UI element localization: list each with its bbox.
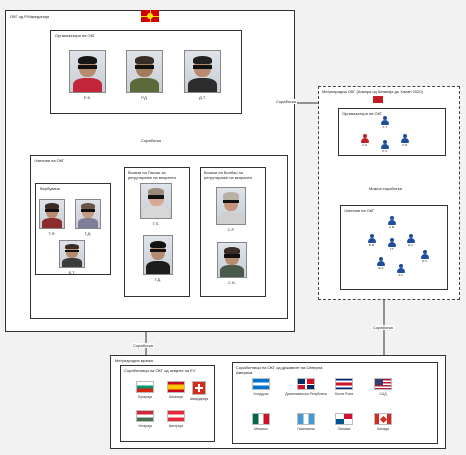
spain-flag (167, 381, 185, 393)
mexico-flag (252, 413, 270, 425)
driver2-label-2: С.Б. (228, 280, 236, 285)
switzerland-label: Швајцарија (189, 397, 209, 401)
honduras-label: Хондурас (253, 392, 269, 396)
foreign-organizer-1: А.Т. (380, 116, 390, 129)
link-label-foreign: Соработка (275, 99, 297, 104)
foreign-member-6: З.К. (396, 264, 406, 277)
austria-label: Австрија (168, 424, 184, 428)
usa-label: САД (379, 392, 387, 396)
leader-photo-1 (69, 50, 106, 93)
macedonia-flag (141, 10, 159, 22)
drivers-2-title: Возачи на Билбао за регрутирање на мигра… (204, 170, 252, 180)
recruiter-photo-1 (39, 199, 65, 229)
honduras-flag (252, 378, 270, 390)
eu-title: Соработници на ОКГ од земјите на ЕУ (124, 368, 196, 373)
foreign-member-4: Д.С. (406, 234, 416, 247)
guatemala-flag (297, 413, 315, 425)
eu-box: Соработници на ОКГ од земјите на ЕУ (120, 365, 215, 442)
foreign-members-title: Членови на ОКГ (344, 208, 375, 213)
dominican-flag (297, 378, 315, 390)
driver2-photo-2 (217, 242, 247, 278)
foreign-member-2: В.М. (367, 234, 377, 247)
foreign-member-3: Г.Т. (387, 238, 397, 251)
leader-photo-3 (184, 50, 221, 93)
driver1-photo-1 (140, 183, 172, 219)
canada-label: Канада (377, 427, 389, 431)
hungary-label: Унгарија (138, 424, 152, 428)
recruiter-label-2: Г.Д. (84, 231, 92, 236)
panama-label: Панама (337, 427, 351, 431)
switzerland-flag (192, 381, 206, 395)
bulgaria-flag (136, 381, 154, 393)
link-label-left: Соработка (132, 343, 154, 348)
international-network-title: Меѓународна мрежа (115, 358, 153, 363)
foreign-organizer-4: С.Б. (400, 134, 410, 147)
driver1-label-2: Г.Д. (154, 277, 162, 282)
driver1-photo-2 (143, 235, 173, 275)
hungary-flag (136, 410, 154, 422)
recruiter-photo-3 (59, 240, 85, 268)
leaders-title: Организатори на ОКГ (55, 33, 96, 38)
recruiter-photo-2 (75, 199, 101, 229)
leader-label-3: Д.Т. (199, 95, 206, 100)
foreign-member-7: И.Л. (420, 250, 430, 263)
members-title: Членови на ОКГ (34, 158, 65, 163)
link-label-main: Соработка (140, 138, 162, 143)
foreign-members-box: Членови на ОКГ (340, 205, 448, 290)
bulgaria-label: Бугарија (138, 395, 152, 399)
mexico-label: Мексико (254, 427, 268, 431)
foreign-group-title: Меѓународна ОКГ (Анкара од Шпанија до Ха… (322, 89, 423, 94)
recruiter-label-3: Б.Т. (68, 270, 76, 275)
austria-flag (167, 410, 185, 422)
costa-rica-label: Коста Рика (334, 392, 354, 396)
foreign-organizer-3: П.Х. (380, 140, 390, 153)
dominican-label: Доминиканска Република (285, 392, 327, 396)
driver1-label-1: Т.Ѕ. (152, 221, 160, 226)
driver2-photo-1 (216, 187, 246, 225)
spain-label: Шпанија (169, 395, 183, 399)
leader-photo-2 (126, 50, 163, 93)
drivers-1-title: Возачи на Пасош за регрутирање на мигран… (128, 170, 176, 180)
link-label-down: Соработка (372, 325, 394, 330)
foreign-member-5: Ж.А. (376, 257, 386, 270)
driver2-label-1: С.Р. (227, 227, 235, 232)
main-group-title: ОКГ од Р.Македонија (10, 14, 49, 19)
canada-flag (374, 413, 392, 425)
leader-label-1: Е.Б. (83, 95, 92, 100)
panama-flag (335, 413, 353, 425)
foreign-flag (373, 96, 383, 103)
costa-rica-flag (335, 378, 353, 390)
foreign-organizer-2: А.Н. (360, 134, 370, 147)
leader-label-2: Р.Д. (141, 95, 148, 100)
americas-title: Соработници на ОКГ од државите на Северн… (236, 365, 323, 375)
recruiter-label-1: Т.Ф. (48, 231, 56, 236)
recruiters-title: Вербувачи (40, 186, 60, 191)
foreign-member-1: А.М. (387, 216, 397, 229)
usa-flag (374, 378, 392, 390)
foreign-organizers-title: Организатори на ОКГ (342, 111, 383, 116)
foreign-organizers-box: Организатори на ОКГ (338, 108, 446, 156)
americas-box: Соработници на ОКГ од државите на Северн… (232, 362, 438, 444)
foreign-link-label: Можна соработка (368, 186, 403, 191)
guatemala-label: Гватемала (297, 427, 315, 431)
